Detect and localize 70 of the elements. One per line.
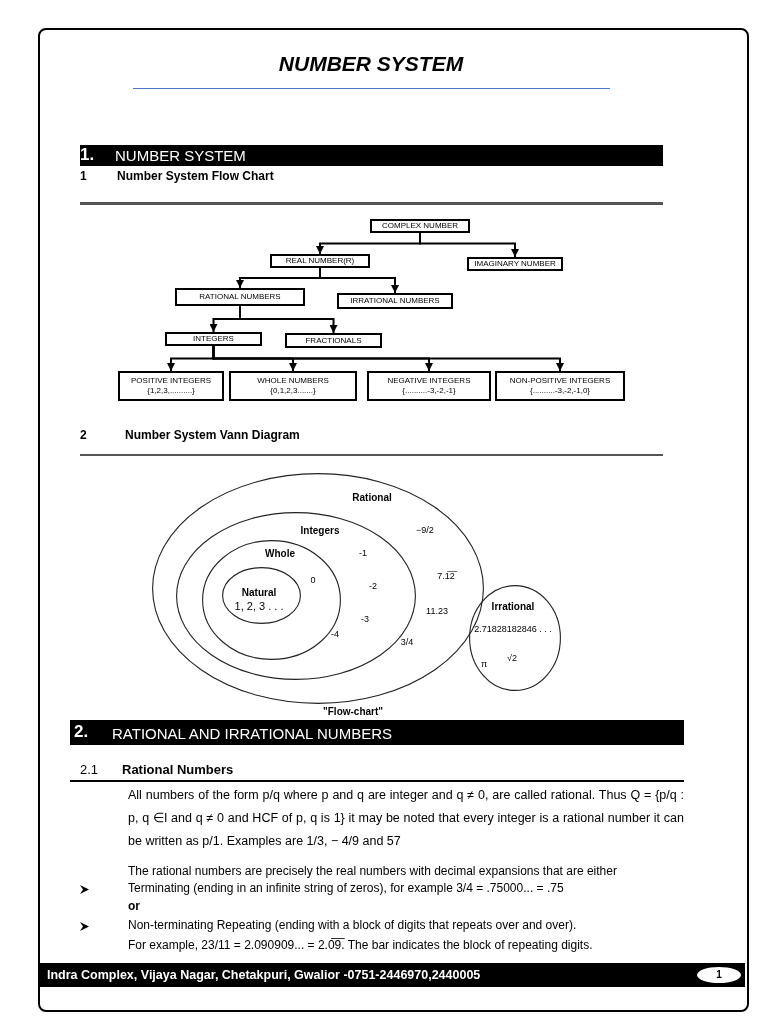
set-label: Integers xyxy=(300,524,340,536)
box-label: COMPLEX NUMBER xyxy=(382,221,458,231)
set-notation: {1,2,3,..........} xyxy=(147,386,195,396)
section-number: 1. xyxy=(80,145,95,165)
box-label: NEGATIVE INTEGERS xyxy=(387,376,471,386)
set-label: Whole xyxy=(265,547,295,559)
section-heading: RATIONAL AND IRRATIONAL NUMBERS xyxy=(112,725,393,742)
subsection-heading: Number System Flow Chart xyxy=(117,169,274,183)
process-box xyxy=(367,371,491,401)
number-label: 0 xyxy=(310,575,316,585)
box-label: IMAGINARY NUMBER xyxy=(474,259,556,269)
paragraph: All numbers of the form p/q where p and q are integer and q ≠ 0, are called rational. Thus Q = {p/q : p, q ∈I and q ≠ 0 and HCF of p, q is 1} it may be noted that every integer is a rational number it can be written as p/1. Examples are 1/3, − 4/9 and 57 xyxy=(128,787,684,850)
process-box xyxy=(118,371,224,401)
box-label: RATIONAL NUMBERS xyxy=(199,292,281,302)
process-box xyxy=(495,371,625,401)
process-box xyxy=(175,288,305,306)
arrow xyxy=(212,345,564,372)
process-box xyxy=(370,219,470,233)
box-label: INTEGERS xyxy=(193,334,234,344)
bullet-text: Terminating (ending in an infinite string of zeros), for example 3/4 = .75000... = .75 xyxy=(128,881,564,895)
set-ellipse xyxy=(222,567,301,624)
set-notation: {..........-3,-2,-1} xyxy=(402,386,456,396)
set-ellipse xyxy=(202,540,341,660)
subsection-number: 2 xyxy=(80,428,87,442)
paragraph: For example, 23/11 = 2.090909... = 2.0̅9̅. The bar indicates the block of repeating digits. xyxy=(128,938,593,952)
figure-caption: "Flow-chart" xyxy=(323,706,384,717)
process-box xyxy=(337,293,453,309)
box-label: REAL NUMBER(R) xyxy=(285,256,355,266)
number-label: 2.71828182846 . . . xyxy=(474,624,552,634)
set-label: Irrational xyxy=(491,600,535,612)
box-label: NON-POSITIVE INTEGERS xyxy=(509,376,611,386)
number-label: 1, 2, 3 . . . xyxy=(234,600,284,612)
box-label: FRACTIONALS xyxy=(305,335,362,346)
number-label: √2 xyxy=(507,653,517,663)
number-label: −9/2 xyxy=(416,525,434,535)
paragraph: The rational numbers are precisely the real numbers with decimal expansions that are either xyxy=(128,864,617,878)
arrow xyxy=(239,305,338,334)
set-label: Rational xyxy=(352,491,392,503)
number-label: -4 xyxy=(331,629,339,639)
arrow xyxy=(419,232,519,258)
process-box xyxy=(285,333,382,348)
paragraph: or xyxy=(128,899,140,913)
number-label: 3/4 xyxy=(400,637,414,647)
process-box xyxy=(165,332,262,346)
page-title: NUMBER SYSTEM xyxy=(277,52,465,76)
section-number: 2. xyxy=(74,722,89,742)
section-heading: NUMBER SYSTEM xyxy=(115,147,246,164)
number-label: π xyxy=(480,659,488,669)
subsection-heading: Number System Vann Diagram xyxy=(125,428,300,442)
bullet-text: Non-terminating Repeating (ending with a block of digits that repeats over and over). xyxy=(128,918,577,932)
number-label: 11.23 xyxy=(426,606,448,616)
box-label: WHOLE NUMBERS xyxy=(257,376,329,386)
number-label: -2 xyxy=(369,581,377,591)
set-notation: {..........-3,-2,-1,0} xyxy=(530,386,590,396)
set-ellipse xyxy=(469,585,561,691)
set-ellipse xyxy=(176,512,416,680)
box-label: POSITIVE INTEGERS xyxy=(131,376,211,386)
process-box xyxy=(229,371,357,401)
footer-address: Indra Complex, Vijaya Nagar, Chetakpuri, Gwalior -0751-2446970,2440005 xyxy=(47,968,481,982)
subsection-number: 2.1 xyxy=(80,762,99,777)
number-label: -3 xyxy=(361,614,369,624)
number-label: -1 xyxy=(359,548,367,558)
process-box xyxy=(467,257,563,271)
set-notation: {0,1,2,3.......} xyxy=(270,386,316,396)
subsection-number: 1 xyxy=(80,169,87,183)
box-label: IRRATIONAL NUMBERS xyxy=(350,296,440,306)
subsection-heading: Rational Numbers xyxy=(122,762,234,777)
set-label: Natural xyxy=(241,586,277,598)
process-box xyxy=(270,254,370,268)
arrow xyxy=(319,267,399,294)
